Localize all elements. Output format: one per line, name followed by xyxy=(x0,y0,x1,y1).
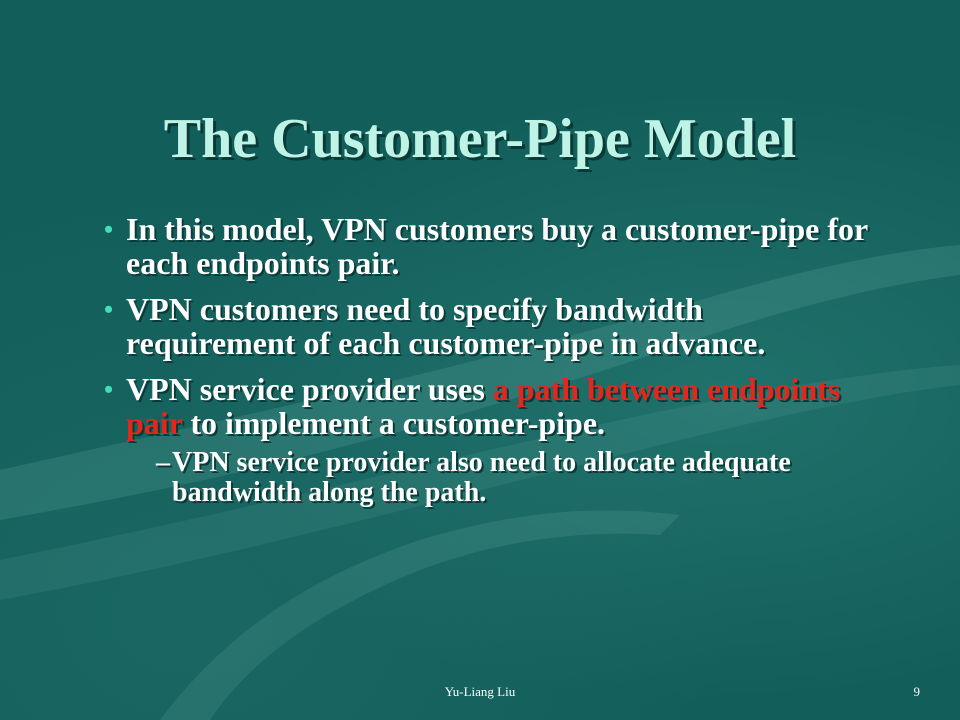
bullet-dot-icon: • xyxy=(104,375,114,404)
bullet-list: • In this model, VPN customers buy a cus… xyxy=(104,212,874,508)
bullet-dot-icon: • xyxy=(104,295,114,324)
sub-bullet-dash: – xyxy=(156,447,170,478)
bullet-text-before: VPN service provider uses xyxy=(126,371,493,407)
bullet-text: In this model, VPN customers buy a custo… xyxy=(126,211,868,281)
footer-author: Yu-Liang Liu xyxy=(444,684,516,699)
bullet-item: • In this model, VPN customers buy a cus… xyxy=(104,212,874,280)
slide-title: The Customer-Pipe Model xyxy=(163,108,797,170)
bullet-text-after: to implement a customer-pipe. xyxy=(182,405,606,441)
sub-bullet-text: VPN service provider also need to alloca… xyxy=(172,447,791,508)
page-number: 9 xyxy=(913,684,921,699)
bullet-item: • VPN service provider uses a path betwe… xyxy=(104,372,874,440)
bullet-text: VPN customers need to specify bandwidth … xyxy=(126,291,766,361)
sub-bullet-item: – VPN service provider also need to allo… xyxy=(104,448,874,508)
bullet-item: • VPN customers need to specify bandwidt… xyxy=(104,292,874,360)
highlighted-text: a path between endpoints pair xyxy=(126,371,841,441)
bullet-dot-icon: • xyxy=(104,215,114,244)
